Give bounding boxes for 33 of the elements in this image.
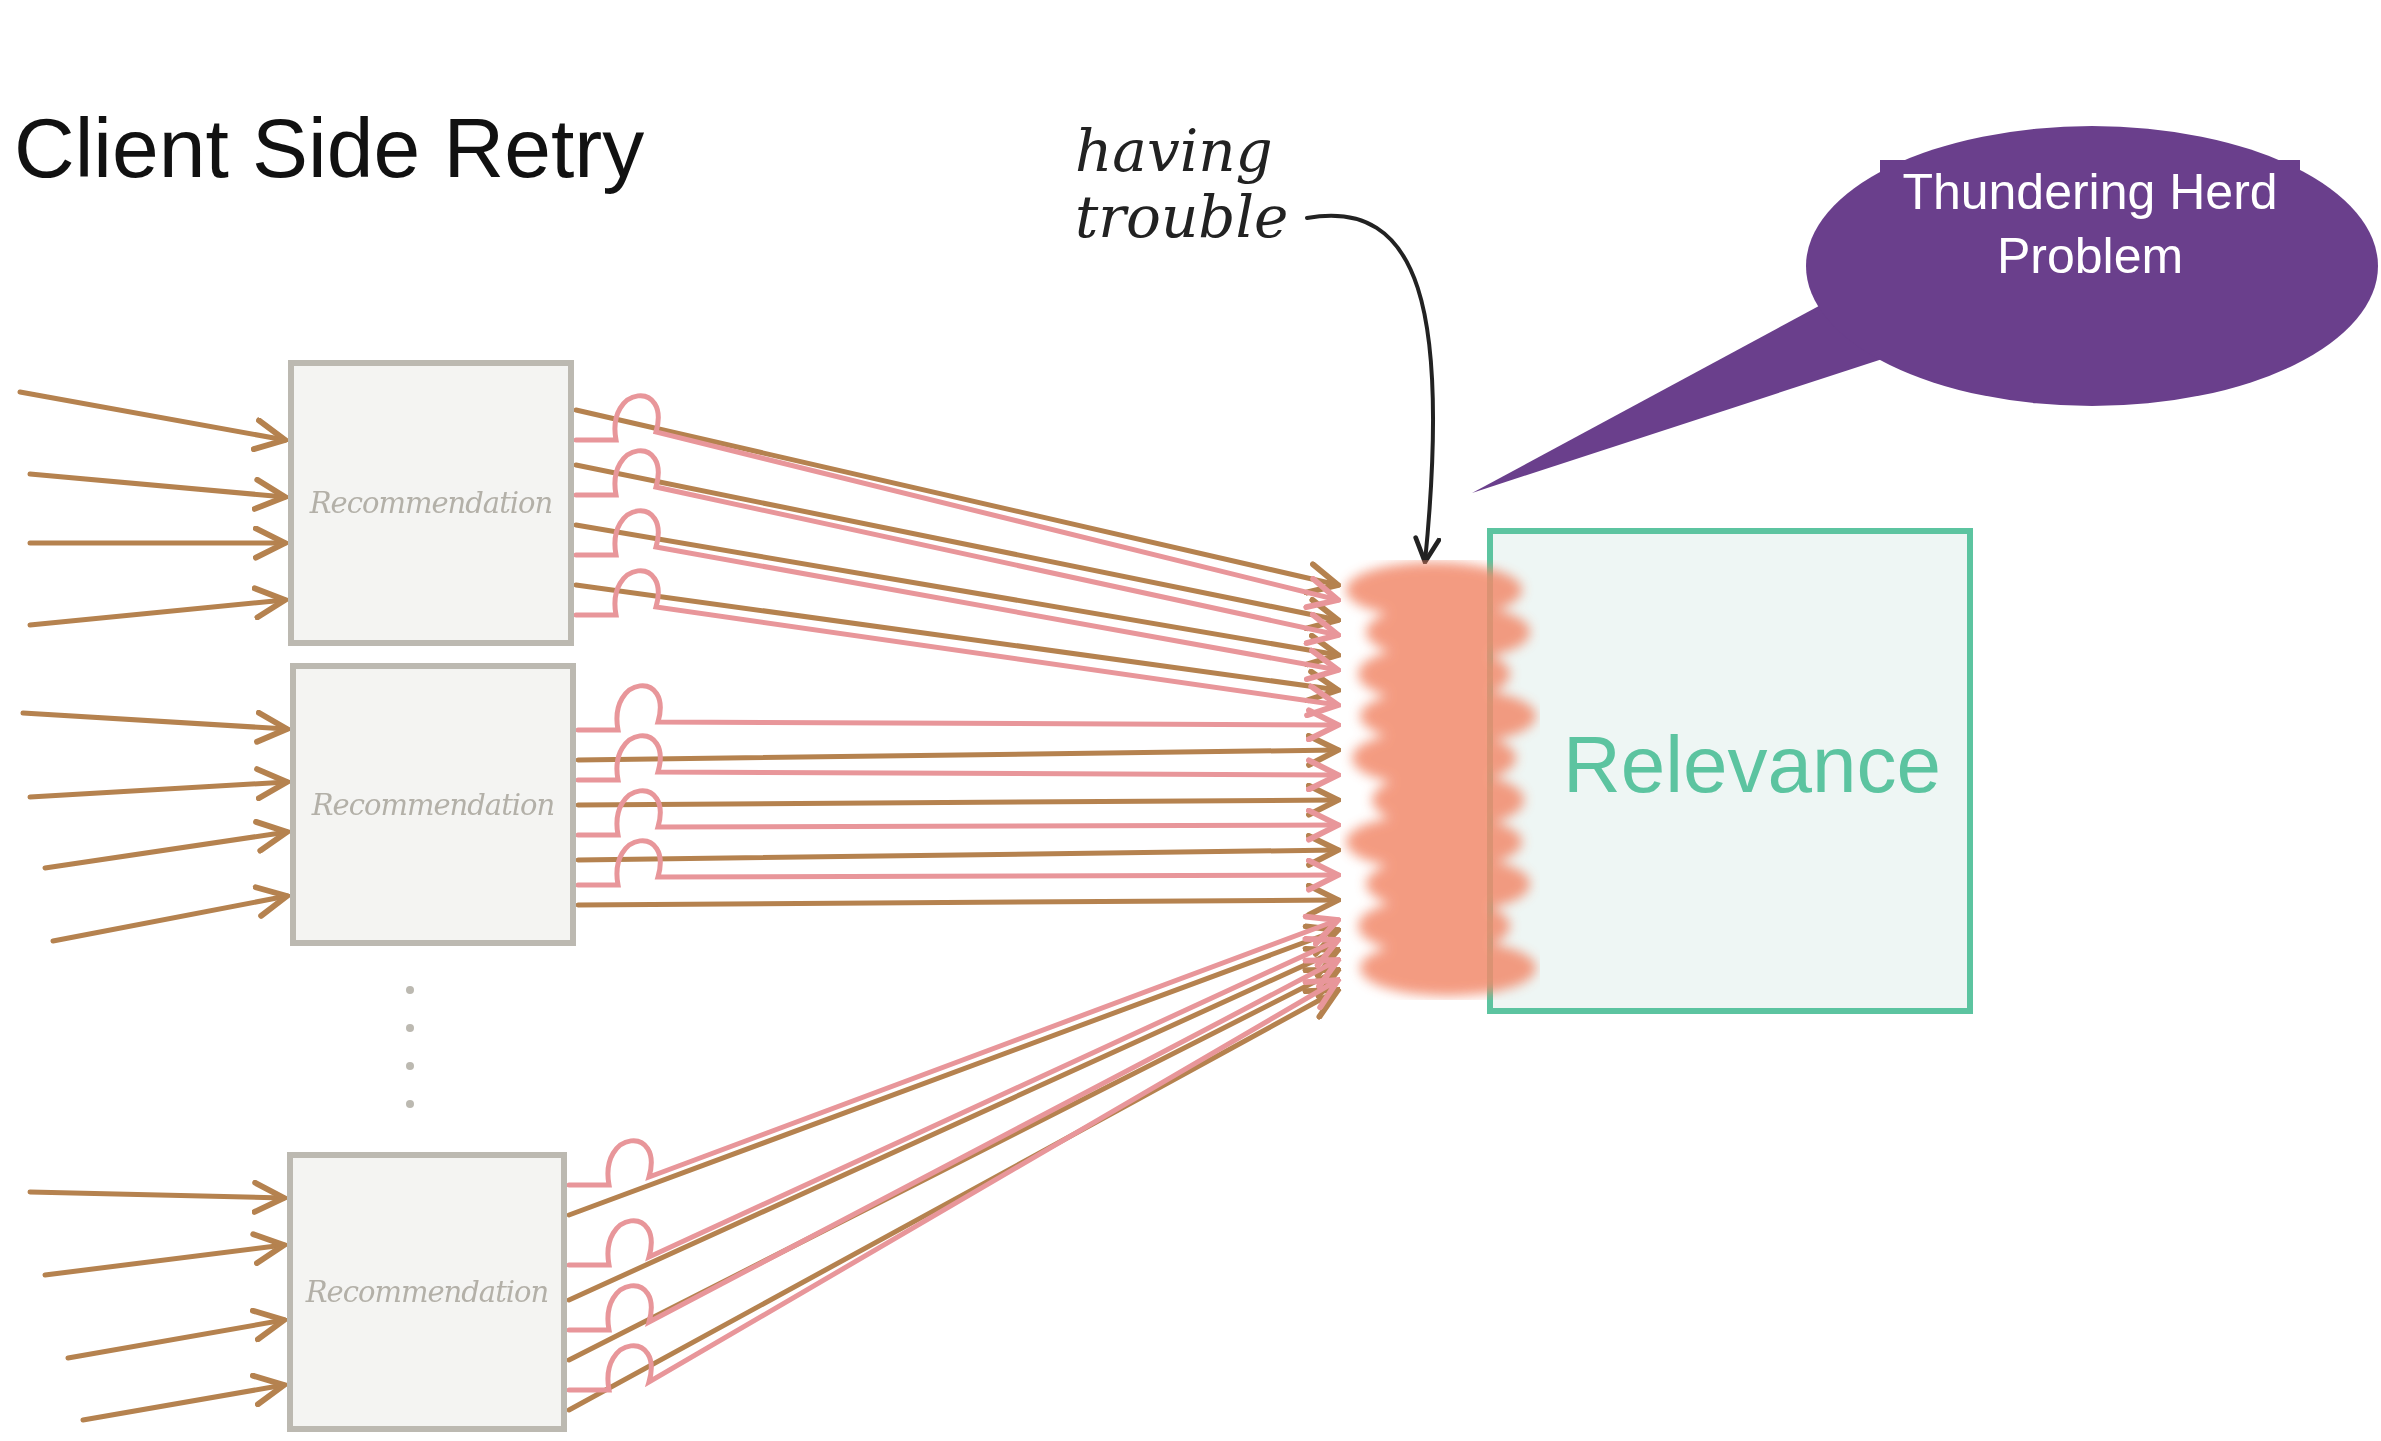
arrow [65,1307,287,1361]
service-box [290,663,576,946]
arrow [17,389,288,453]
arrow [575,832,1341,868]
handwritten-label: Recommendation [309,486,553,520]
handwritten-label: Relevance [1563,719,1941,811]
arrow [575,882,1341,918]
arrow [42,818,290,871]
retry-arrow [573,508,1341,683]
handwritten-label: Recommendation [311,787,555,822]
leader-line [1305,213,1441,565]
retry-arrow [575,733,1341,793]
service-box [287,1152,567,1432]
arrow [575,732,1341,768]
arrow [27,766,290,802]
title: Client Side Retry [14,100,645,197]
arrow [42,1231,287,1278]
retry-arrow [575,838,1341,893]
retry-arrow [573,568,1341,719]
arrow [20,709,290,745]
arrow [80,1372,287,1423]
retry-arrow [575,683,1341,743]
handwritten-note: having trouble [1075,118,1305,250]
retry-arrow [575,788,1341,843]
arrow [50,884,290,944]
service-box [1487,528,1973,1014]
arrow [27,585,288,628]
arrow [27,1179,287,1215]
service-box [288,360,574,646]
arrow [27,525,288,561]
handwritten-label: Recommendation [305,1275,549,1309]
arrow [27,471,288,512]
arrow [575,782,1341,818]
